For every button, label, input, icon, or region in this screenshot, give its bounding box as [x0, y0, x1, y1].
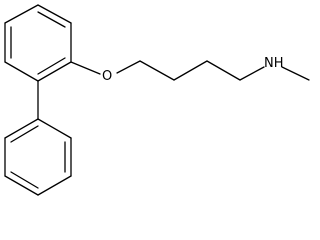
bond — [37, 61, 72, 82]
lower-benzene-ring — [4, 118, 72, 196]
nitrogen-methyl-bond — [281, 66, 310, 81]
oxygen-chain-bond — [116, 60, 141, 74]
bond — [4, 175, 39, 196]
bond — [4, 4, 39, 24]
aryl-oxygen-bond — [70, 61, 101, 75]
double-bond-inner — [37, 11, 66, 28]
chain-bond — [173, 60, 208, 81]
structure-canvas: O NH — [4, 4, 310, 196]
upper-benzene-ring — [4, 4, 72, 82]
oxygen-atom-label: O — [102, 69, 112, 84]
double-bond-inner — [10, 125, 39, 143]
double-bond-inner — [10, 171, 39, 189]
chain-bond — [206, 60, 241, 81]
bond — [37, 4, 72, 24]
chain-nitrogen-bond — [239, 66, 265, 81]
nitrogen-atom-label: NH — [264, 56, 284, 71]
double-bond-inner — [37, 57, 66, 75]
bond — [37, 175, 72, 196]
bond — [37, 118, 72, 139]
bond — [4, 61, 39, 82]
chemical-structure-drawing: O NH — [4, 4, 310, 196]
bond — [4, 118, 39, 139]
chain-bond — [139, 60, 175, 81]
